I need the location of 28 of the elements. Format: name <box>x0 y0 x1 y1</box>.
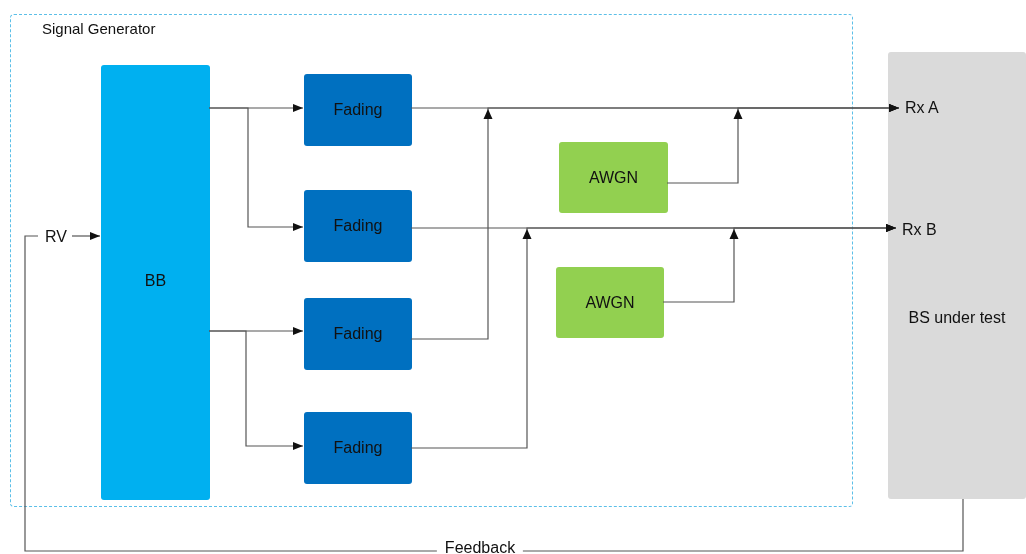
connector-line <box>24 235 964 552</box>
process-box <box>304 190 412 262</box>
box-label: BS under test <box>908 308 1006 328</box>
box-label: BB <box>144 271 167 291</box>
device-box <box>888 52 1026 499</box>
edge-label: Feedback <box>436 538 524 554</box>
port-label: Rx A <box>905 98 939 118</box>
box-label: AWGN <box>585 292 635 313</box>
process-box <box>304 298 412 370</box>
process-box <box>101 65 210 500</box>
arrow <box>208 330 304 450</box>
box-label: Fading <box>333 216 383 236</box>
process-box <box>556 267 664 338</box>
box-label: Fading <box>333 324 383 344</box>
dashed-group-box <box>10 14 853 507</box>
process-box <box>559 142 668 213</box>
port-label: RV <box>45 227 67 247</box>
process-box <box>304 74 412 146</box>
arrow <box>71 232 101 240</box>
arrow <box>208 107 304 231</box>
box-label: AWGN <box>588 167 639 188</box>
port-label: Rx B <box>902 220 937 240</box>
process-box <box>304 412 412 484</box>
arrow <box>666 104 900 184</box>
box-label: Fading <box>333 100 383 120</box>
box-label: Fading <box>333 438 383 458</box>
group-title: Signal Generator <box>42 20 156 38</box>
arrow <box>662 224 897 303</box>
